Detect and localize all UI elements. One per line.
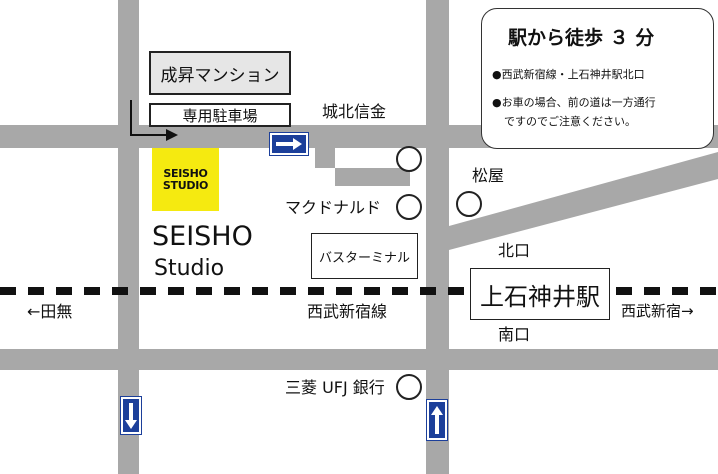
road-right-vertical bbox=[426, 0, 449, 474]
road-side-lane bbox=[315, 126, 410, 186]
road-diagonal bbox=[449, 152, 718, 250]
road-left-vertical bbox=[118, 0, 139, 474]
matsuya-label: 松屋 bbox=[472, 166, 505, 185]
direction-tanashi-label: ←田無 bbox=[27, 302, 73, 321]
station-name: 上石神井駅 bbox=[480, 282, 600, 311]
railway-line-label: 西武新宿線 bbox=[307, 302, 388, 321]
studio-logo-line1: SEISHO bbox=[163, 166, 208, 180]
one-way-up-icon bbox=[426, 399, 448, 441]
building-name: 成昇マンション bbox=[160, 65, 280, 86]
studio-name-line2: Studio bbox=[154, 256, 225, 281]
building-box: 成昇マンション bbox=[149, 51, 291, 95]
station-box: 上石神井駅 bbox=[470, 268, 610, 320]
studio-name-line1: SEISHO bbox=[152, 221, 253, 252]
studio-logo: SEISHO STUDIO bbox=[152, 148, 219, 211]
shinkin-label: 城北信金 bbox=[322, 102, 387, 121]
info-line3: ですのでご注意ください。 bbox=[504, 115, 636, 128]
info-box: 駅から徒歩 ３ 分 ●西武新宿線・上石神井駅北口 ●お車の場合、前の道は一方通行… bbox=[481, 8, 714, 149]
bus-terminal-label: バスターミナル bbox=[318, 250, 410, 266]
one-way-right-icon bbox=[269, 132, 309, 156]
bank-label: 三菱 UFJ 銀行 bbox=[285, 378, 385, 397]
mcdonalds-label: マクドナルド bbox=[285, 198, 382, 217]
parking-box: 専用駐車場 bbox=[149, 103, 291, 127]
info-line1: ●西武新宿線・上石神井駅北口 bbox=[492, 68, 645, 81]
studio-logo-line2: STUDIO bbox=[162, 178, 209, 192]
matsuya-marker bbox=[456, 191, 482, 217]
info-title: 駅から徒歩 ３ 分 bbox=[508, 27, 655, 49]
direction-shinjuku-label: 西武新宿→ bbox=[621, 302, 694, 320]
parking-label: 専用駐車場 bbox=[182, 106, 258, 125]
south-exit-label: 南口 bbox=[498, 325, 531, 344]
bus-terminal-box: バスターミナル bbox=[311, 233, 418, 279]
bank-marker bbox=[396, 374, 422, 400]
info-line2: ●お車の場合、前の道は一方通行 bbox=[492, 96, 656, 109]
entrance-arrow-icon bbox=[130, 100, 166, 136]
shinkin-marker bbox=[396, 146, 422, 172]
entrance-arrow-head bbox=[166, 129, 178, 141]
mcdonalds-marker bbox=[396, 194, 422, 220]
one-way-down-icon bbox=[120, 396, 142, 435]
north-exit-label: 北口 bbox=[498, 241, 531, 260]
road-lower-horizontal bbox=[0, 349, 718, 370]
